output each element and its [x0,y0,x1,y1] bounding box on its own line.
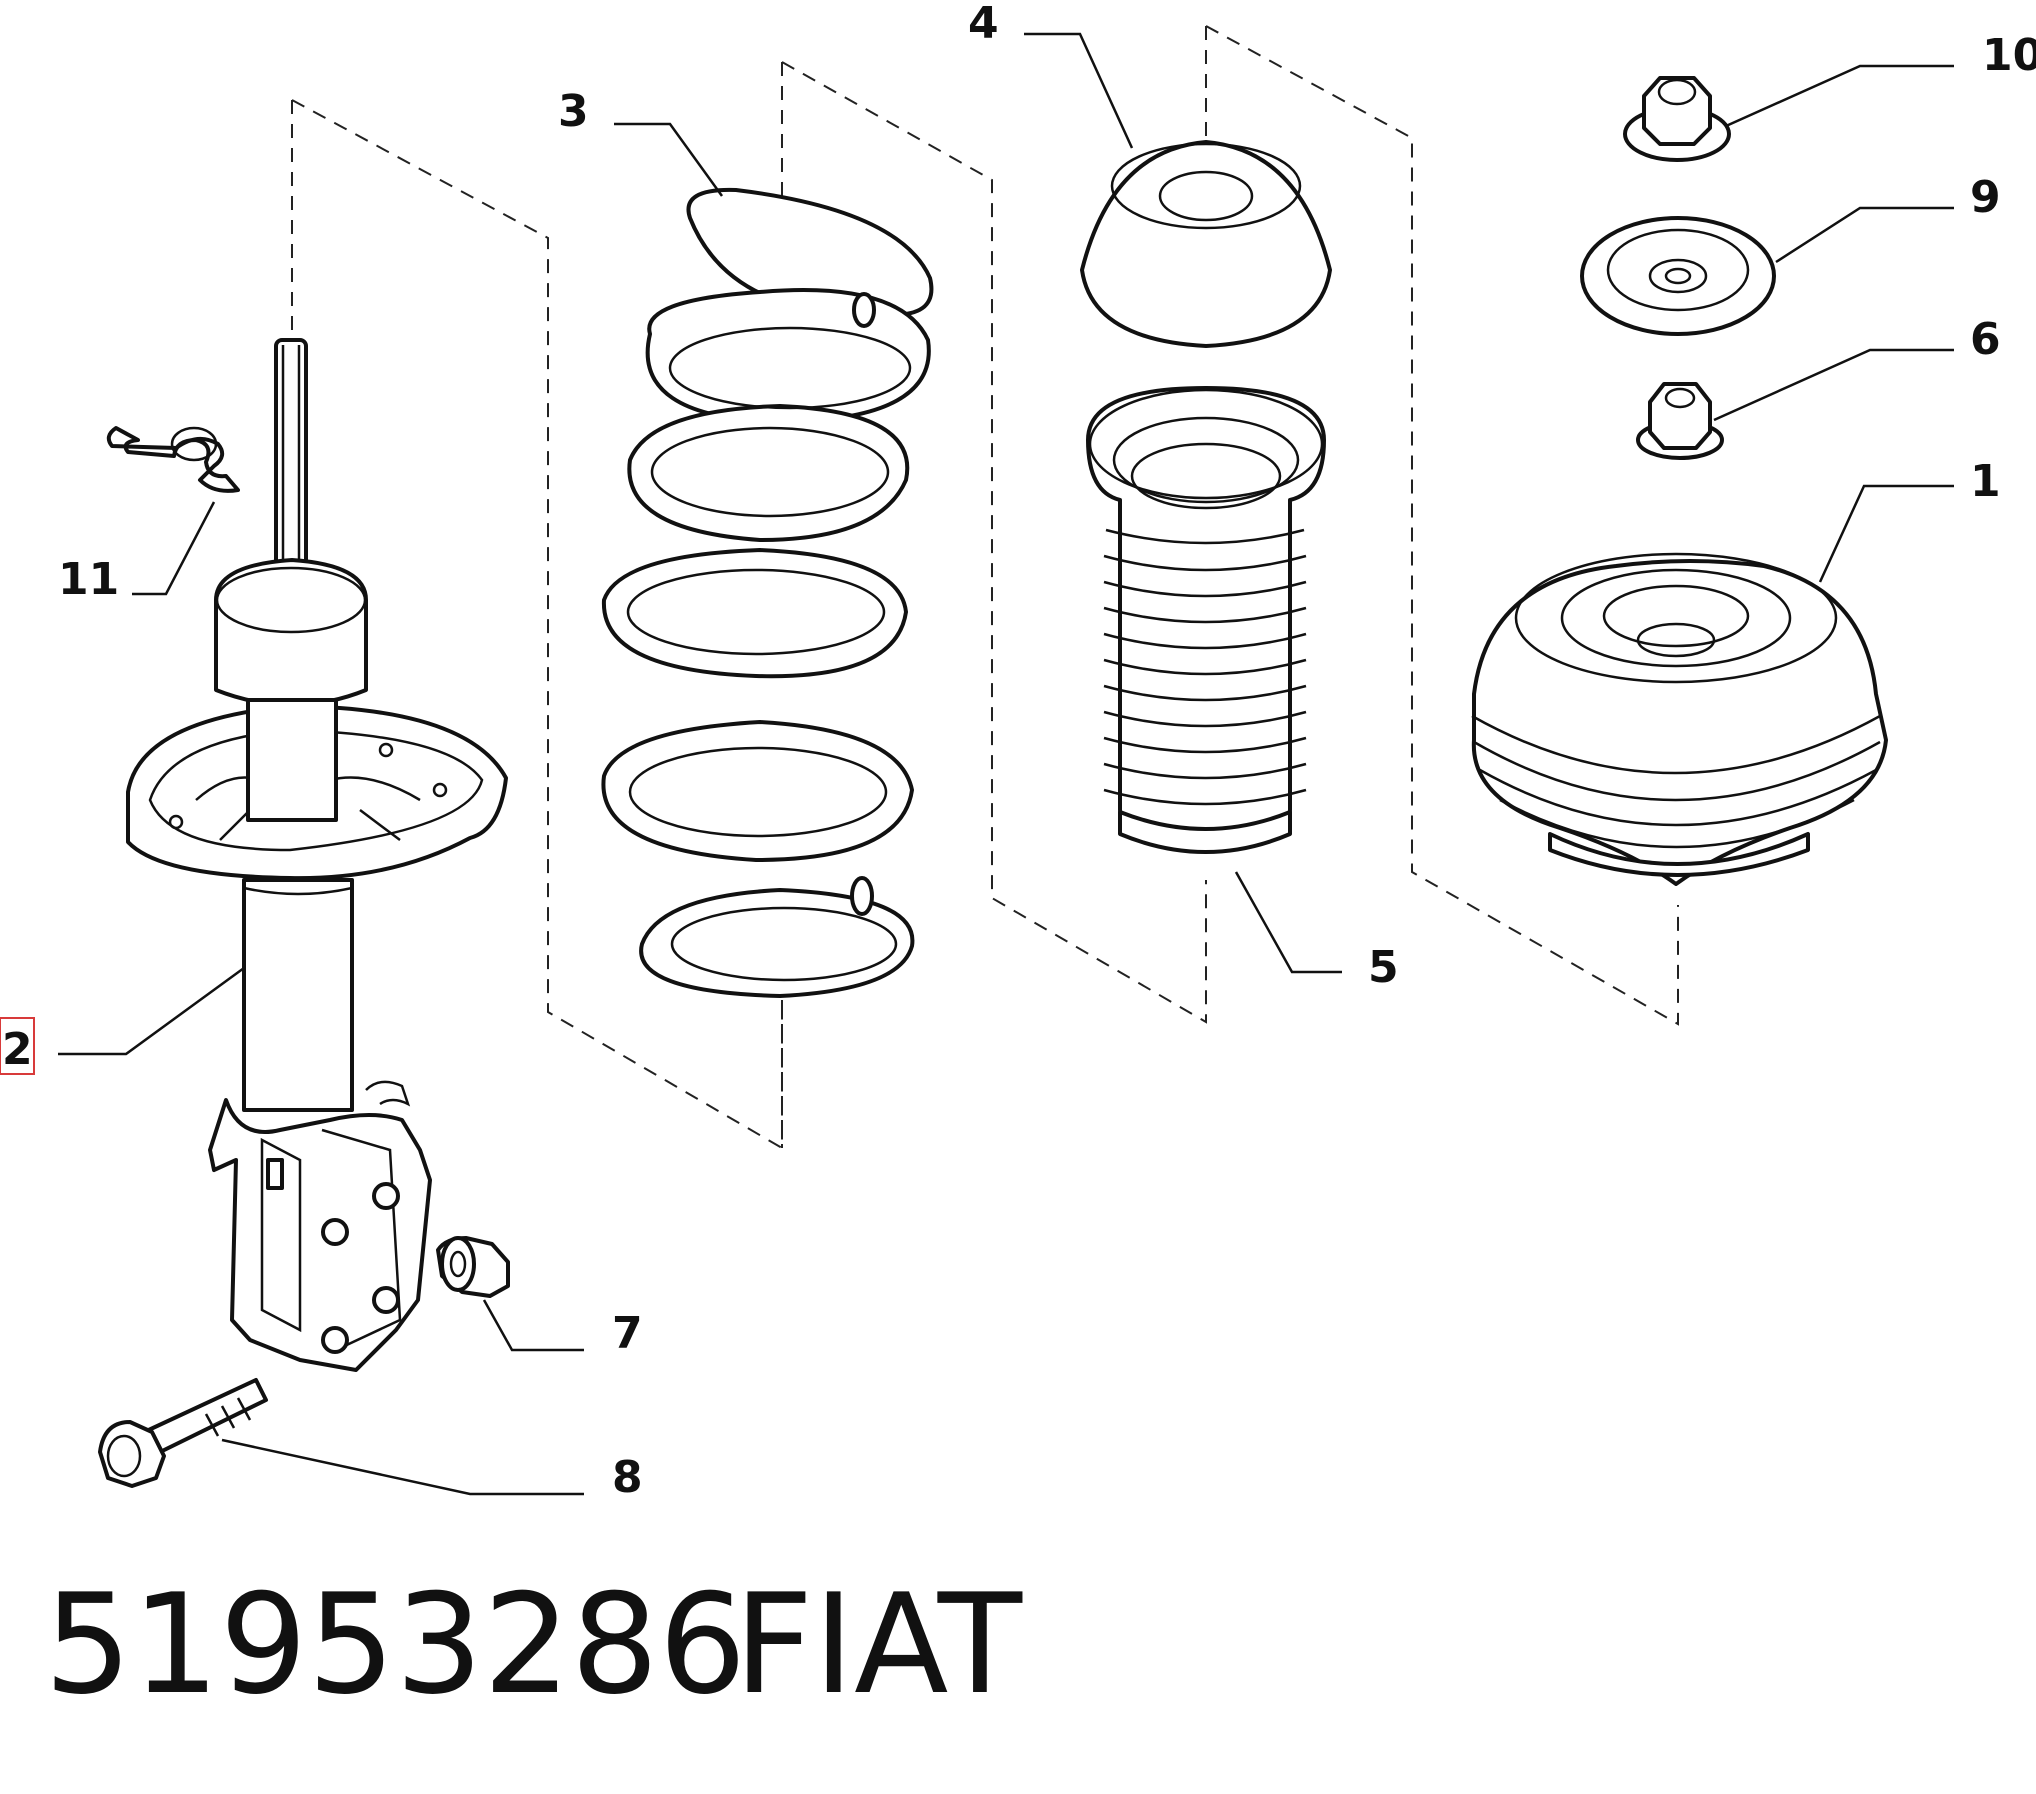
mounting-bolt [98,1378,268,1488]
callout-3: 3 [558,86,589,137]
washer-plate [1580,216,1776,336]
coil-spring [601,187,934,998]
part-number: 51953286 [44,1564,746,1725]
top-strut-mount [1471,552,1888,886]
leader-lines [58,32,1954,1496]
callout-9: 9 [1970,172,2001,223]
callout-6: 6 [1970,314,2001,365]
callout-2: 2 [2,1024,33,1075]
highlight-frame [0,1017,35,1075]
bracket-nut [436,1236,510,1298]
callout-5: 5 [1368,942,1399,993]
brand-name: FIAT [734,1564,1023,1725]
callout-labels: 1 2 3 4 5 6 7 8 9 10 11 [2,0,2036,1503]
dust-boot [1086,386,1326,854]
retaining-clip [106,426,240,493]
callout-10: 10 [1982,30,2036,81]
caption: 51953286 FIAT [44,1564,1023,1725]
flange-nut-top [1623,76,1731,162]
callout-1: 1 [1970,456,2001,507]
callout-11: 11 [58,554,119,605]
callout-7: 7 [612,1308,643,1359]
shock-absorber-strut [126,338,508,1372]
assembly-axis-lines [291,25,1679,1150]
callout-8: 8 [612,1452,643,1503]
hex-nut [1636,382,1724,460]
callout-4: 4 [968,0,999,49]
bump-stop [1080,140,1332,348]
